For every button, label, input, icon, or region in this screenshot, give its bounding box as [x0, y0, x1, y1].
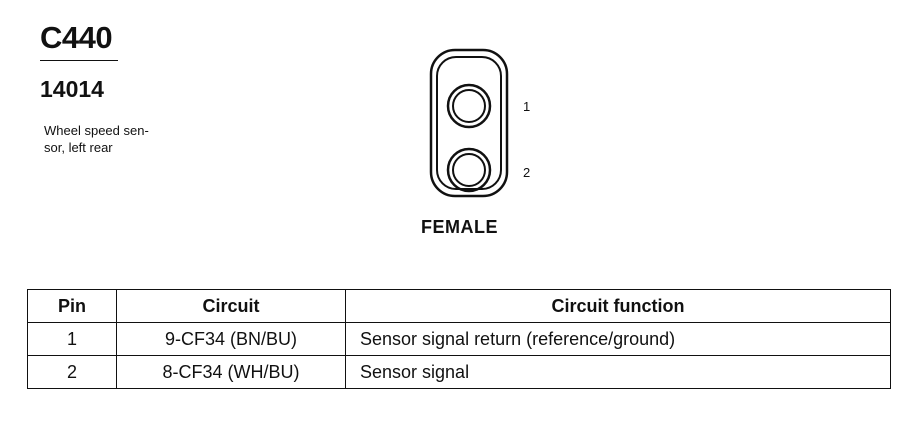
pin-2-cavity-inner	[452, 153, 486, 187]
part-number: 14014	[40, 76, 104, 102]
header-circuit: Circuit	[116, 289, 346, 323]
pin-cell: 1	[27, 322, 117, 356]
connector-housing-inner	[436, 56, 502, 190]
header-pin: Pin	[27, 289, 117, 323]
circuit-cell: 9-CF34 (BN/BU)	[116, 322, 346, 356]
description-line-2: sor, left rear	[44, 140, 113, 155]
table-row: 1 9-CF34 (BN/BU) Sensor signal return (r…	[27, 322, 891, 356]
header-circuit-function: Circuit function	[345, 289, 891, 323]
connector-id-underline	[40, 60, 118, 61]
pin-1-label: 1	[523, 99, 530, 114]
description-line-1: Wheel speed sen-	[44, 123, 149, 138]
connector-housing-outer	[429, 48, 509, 198]
connector-id: C440	[40, 20, 113, 55]
connector-face-diagram: 1 2	[429, 48, 530, 198]
connector-gender-label: FEMALE	[421, 217, 498, 237]
pin-2-cavity-outer	[446, 147, 492, 193]
pin-1-cavity-outer	[446, 83, 492, 129]
pin-cell: 2	[27, 355, 117, 389]
pin-2-label: 2	[523, 165, 530, 180]
table-header-row: Pin Circuit Circuit function	[27, 289, 891, 323]
pinout-table: Pin Circuit Circuit function 1 9-CF34 (B…	[27, 289, 891, 389]
table-row: 2 8-CF34 (WH/BU) Sensor signal	[27, 355, 891, 389]
circuit-cell: 8-CF34 (WH/BU)	[116, 355, 346, 389]
function-cell: Sensor signal return (reference/ground)	[345, 322, 891, 356]
pin-1-cavity-inner	[452, 89, 486, 123]
connector-description: Wheel speed sen- sor, left rear	[44, 122, 194, 156]
function-cell: Sensor signal	[345, 355, 891, 389]
